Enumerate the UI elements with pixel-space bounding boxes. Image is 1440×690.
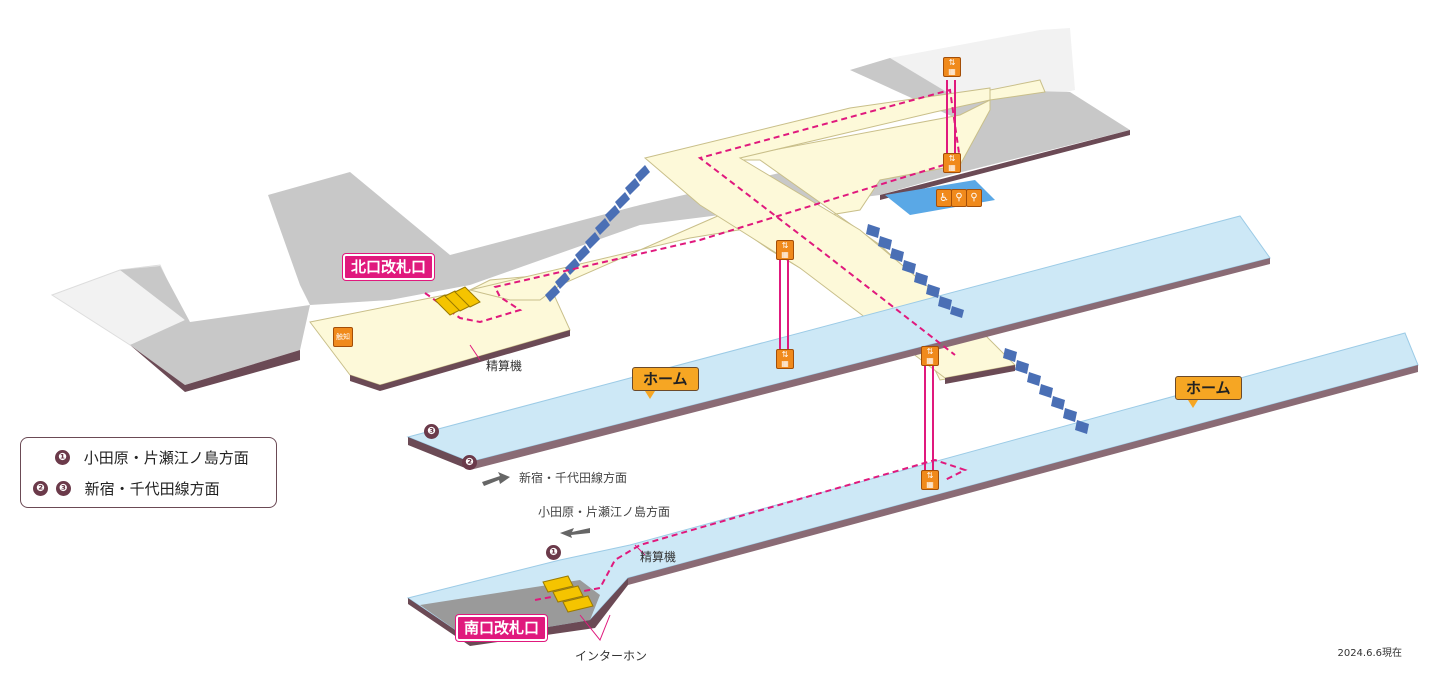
north-exit-tag: 北口改札口 — [343, 254, 435, 280]
legend-badge-1: ❶ — [55, 450, 70, 465]
accessible-route — [424, 88, 968, 601]
intercom-label: インターホン — [575, 649, 648, 663]
elevator-icon: ⇅▦ — [921, 346, 939, 366]
ticket-gates-north — [434, 286, 481, 316]
restroom-icon: ⚲ — [951, 189, 967, 207]
fare-machine-label-north: 精算機 — [486, 359, 523, 373]
intercom-leader — [579, 614, 611, 641]
platform-label-lower: ホーム — [1175, 376, 1242, 408]
legend-text-1: 小田原・片瀬江ノ島方面 — [83, 449, 249, 467]
legend-text-2: 新宿・千代田線方面 — [84, 480, 220, 498]
date-stamp: 2024.6.6現在 — [1337, 648, 1402, 659]
legend-badge-2: ❷ — [33, 481, 48, 496]
platform-label-upper: ホーム — [632, 367, 699, 399]
direction-odawara: 小田原・片瀬江ノ島方面 — [538, 505, 671, 519]
elevator-icon: ⇅▦ — [776, 240, 794, 260]
stairs-east — [1003, 348, 1089, 434]
track-3-badge: ❸ — [424, 424, 439, 439]
south-exit-tag: 南口改札口 — [456, 615, 548, 641]
legend-row-1: ❶ 小田原・片瀬江ノ島方面 — [55, 447, 249, 468]
legend-badge-3: ❸ — [55, 481, 71, 496]
elevator-icon: ⇅▦ — [921, 470, 939, 490]
arrow-icon — [560, 528, 590, 538]
arrow-icon — [482, 472, 510, 486]
platform-upper — [406, 215, 1271, 470]
elevator-icon: ⇅▦ — [776, 349, 794, 369]
restroom-icon: ⚲ — [966, 189, 982, 207]
elevator-icon: ⇅▦ — [943, 153, 961, 173]
wheelchair-icon: ♿ — [936, 189, 952, 207]
track-legend: ❶ 小田原・片瀬江ノ島方面 ❷ ❸ 新宿・千代田線方面 — [20, 437, 277, 508]
ticket-gates-south — [542, 575, 594, 613]
tactile-map-label: 触知 — [336, 333, 350, 341]
track-2-badge: ❷ — [462, 455, 477, 470]
fare-machine-label-south: 精算機 — [640, 550, 677, 564]
track-1-badge: ❶ — [546, 545, 561, 560]
stairs-north — [545, 165, 650, 302]
tactile-map-icon: 触知 — [333, 327, 353, 347]
platform-lower — [406, 332, 1419, 646]
elevator-icon: ⇅▦ — [943, 57, 961, 77]
elevator-shafts — [779, 80, 956, 470]
fare-machine-leader-south — [634, 544, 646, 556]
fare-machine-leader — [469, 344, 481, 361]
direction-shinjuku: 新宿・千代田線方面 — [519, 471, 628, 485]
legend-row-2: ❷ ❸ 新宿・千代田線方面 — [33, 478, 220, 499]
stairs-center — [866, 224, 964, 318]
